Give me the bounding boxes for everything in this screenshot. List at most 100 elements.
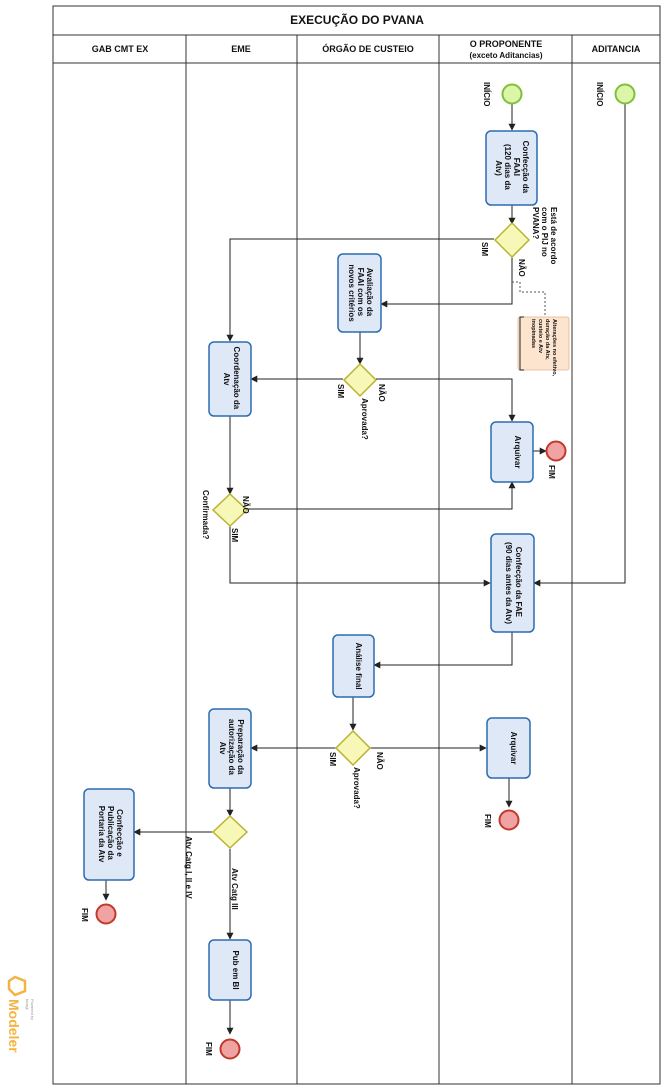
watermark-brand-small: bizagi [25,999,30,1010]
flow-acordo-nao [380,257,513,308]
task-confeccao-fae[interactable]: Confecção da FAE (90 dias antes da Atv) [490,533,535,633]
task-analise-final-label: Análise final [354,642,363,689]
flow-label-aprovada1-sim: SIM [336,384,345,399]
flow-aditancia [533,104,626,587]
task-coordenacao-line-2: Atv [222,373,231,386]
svg-text:Confecção da FAAI: Confecção da FAAI (120 dias da Atv) [494,141,530,196]
start-event-proponente[interactable]: INÍCIO [482,82,523,106]
task-arquivar-1-label: Arquivar [513,436,522,469]
watermark-powered-by: Powered by [30,999,35,1020]
task-preparacao-line-2: autorização da [227,719,236,776]
gateway-confirmada[interactable]: Confirmada? [201,490,249,539]
gateway-acordo-line-3: PVANA? [531,207,540,239]
end-label-arquivar1: FIM [547,465,556,479]
svg-text:Alterações no efetivo, d: Alterações no efetivo, duração da Atv, c… [530,319,557,378]
task-confeccao-faai-line-4: Atv) [494,160,503,176]
annotation: Alterações no efetivo, duração da Atv, c… [512,281,570,378]
end-label-arquivar2: FIM [483,814,492,828]
pool [52,5,661,1085]
flow-label-aprovada2-sim: SIM [328,752,337,767]
task-arquivar-1[interactable]: Arquivar [490,421,534,483]
end-label-pub: FIM [204,1042,213,1056]
flow-label-confirmada-sim: SIM [230,528,239,543]
task-coordenacao[interactable]: Coordenação da Atv [208,341,252,417]
task-confeccao-fae-line-2: (90 dias antes da Atv) [504,542,513,624]
flow-label-confirmada-nao: NÃO [241,496,250,514]
task-confeccao-faai-line-3: (120 dias da [503,144,512,190]
gateway-aprovada-1[interactable]: Aprovada? [342,362,378,440]
lane-header-gab: GAB CMT EX [92,44,149,54]
lane-headers: GAB CMT EX EME ÓRGÃO DE CUSTEIO O PROPON… [92,39,641,60]
flow-acordo-sim [226,238,494,342]
flow-label-acordo-sim: SIM [480,242,489,257]
task-confeccao-faai[interactable]: Confecção da FAAI (120 dias da Atv) [485,130,538,206]
bizagi-logo-icon [7,975,27,997]
end-label-gab: FIM [80,908,89,922]
lane-header-aditancia: ADITANCIA [592,44,641,54]
end-event-arquivar1[interactable]: FIM [545,440,567,480]
gateway-acordo[interactable]: Está de acordo com o PIJ no PVANA? [493,207,558,267]
task-analise-final[interactable]: Análise final [332,634,375,698]
task-confeccao-portaria-line-1: Confecção e [115,809,124,857]
gateway-categoria[interactable] [211,814,249,850]
task-avaliacao-faai[interactable]: Avaliação da FAAI com os novos critérios [337,253,382,333]
gateway-aprovada-2[interactable]: Aprovada? [334,729,372,809]
start-label-proponente: INÍCIO [482,82,491,106]
flow-confirmada-sim [229,526,491,587]
svg-text:Coordenação da Atv: Coordenação da Atv [222,347,241,412]
task-confeccao-faai-line-2: FAAI [512,158,521,176]
lane-header-eme: EME [231,44,251,54]
end-event-arquivar2[interactable]: FIM [483,809,520,831]
task-avaliacao-faai-line-2: FAAI com os [356,268,365,317]
gateway-acordo-line-1: Está de acordo [549,207,558,264]
start-event-aditancia[interactable]: INÍCIO [595,82,636,106]
sequence-flows [102,103,626,1035]
task-preparacao[interactable]: Preparação da autorização da Atv [208,708,252,789]
gateway-confirmada-label: Confirmada? [201,490,210,539]
task-avaliacao-faai-line-1: Avaliação da [365,268,374,317]
svg-text:Preparação da autorizaçã: Preparação da autorização da Atv [218,719,245,777]
flow-label-aprovada1-nao: NÃO [377,384,386,402]
svg-text:Está de acordo com o PIJ: Está de acordo com o PIJ no PVANA? [531,207,558,267]
task-confeccao-portaria-line-3: Portaria da Atv [97,806,106,863]
flow-label-catg-1-2-4: Atv Catg I, II e IV [184,836,193,899]
task-pub-bi-label: Pub em BI [231,950,240,989]
task-confeccao-portaria-line-2: Publicação da [106,806,115,860]
svg-text:Confecção da FAE (90 dia: Confecção da FAE (90 dias antes da Atv) [504,542,523,624]
annotation-line-3: custeio e Atv [537,319,543,354]
bizagi-watermark: Powered by bizagi Modeler [6,975,35,1053]
gateway-aprovada-1-label: Aprovada? [360,398,369,440]
lane-header-proponente: O PROPONENTE [470,39,543,49]
annotation-line-4: inopinadas [530,319,536,348]
svg-text:Confecção e Publicação d: Confecção e Publicação da Portaria da At… [97,806,124,863]
flow-confirmada-nao [247,481,516,510]
annotation-line-2: duração da Atv, [544,319,550,360]
flow-label-catg-3: Atv Catg III [230,868,239,910]
diagram-title: EXECUÇÃO DO PVANA [290,12,424,27]
watermark-brand: Modeler [6,999,22,1053]
svg-text:Avaliação da FAAI com os: Avaliação da FAAI com os novos critérios [347,264,374,322]
start-label-aditancia: INÍCIO [595,82,604,106]
lane-header-proponente-sub: (exceto Aditancias) [469,51,542,60]
task-arquivar-2-label: Arquivar [509,732,518,765]
task-preparacao-line-1: Preparação da [236,719,245,775]
task-confeccao-faai-line-1: Confecção da [521,141,530,194]
task-confeccao-fae-line-1: Confecção da FAE [514,547,523,618]
end-event-gab[interactable]: FIM [80,903,117,925]
flow-labels: SIM NÃO SIM NÃO SIM NÃO SIM NÃO Atv Catg… [184,242,526,910]
task-coordenacao-line-1: Coordenação da [232,347,241,410]
task-avaliacao-faai-line-3: novos critérios [347,264,356,322]
lane-header-orgao: ÓRGÃO DE CUSTEIO [322,43,414,54]
gateway-aprovada-2-label: Aprovada? [352,767,361,809]
task-pub-bi[interactable]: Pub em BI [208,939,252,1001]
flow-label-aprovada2-nao: NÃO [375,752,384,770]
task-confeccao-portaria[interactable]: Confecção e Publicação da Portaria da At… [83,788,135,881]
task-preparacao-line-3: Atv [218,742,227,755]
gateway-acordo-line-2: com o PIJ no [540,207,549,257]
flow-label-acordo-nao: NÃO [517,259,526,277]
flow-fae-to-analise [373,632,513,669]
end-event-pub[interactable]: FIM [204,1038,241,1060]
task-arquivar-2[interactable]: Arquivar [486,717,531,779]
flow-aprovada1-nao [376,378,516,422]
